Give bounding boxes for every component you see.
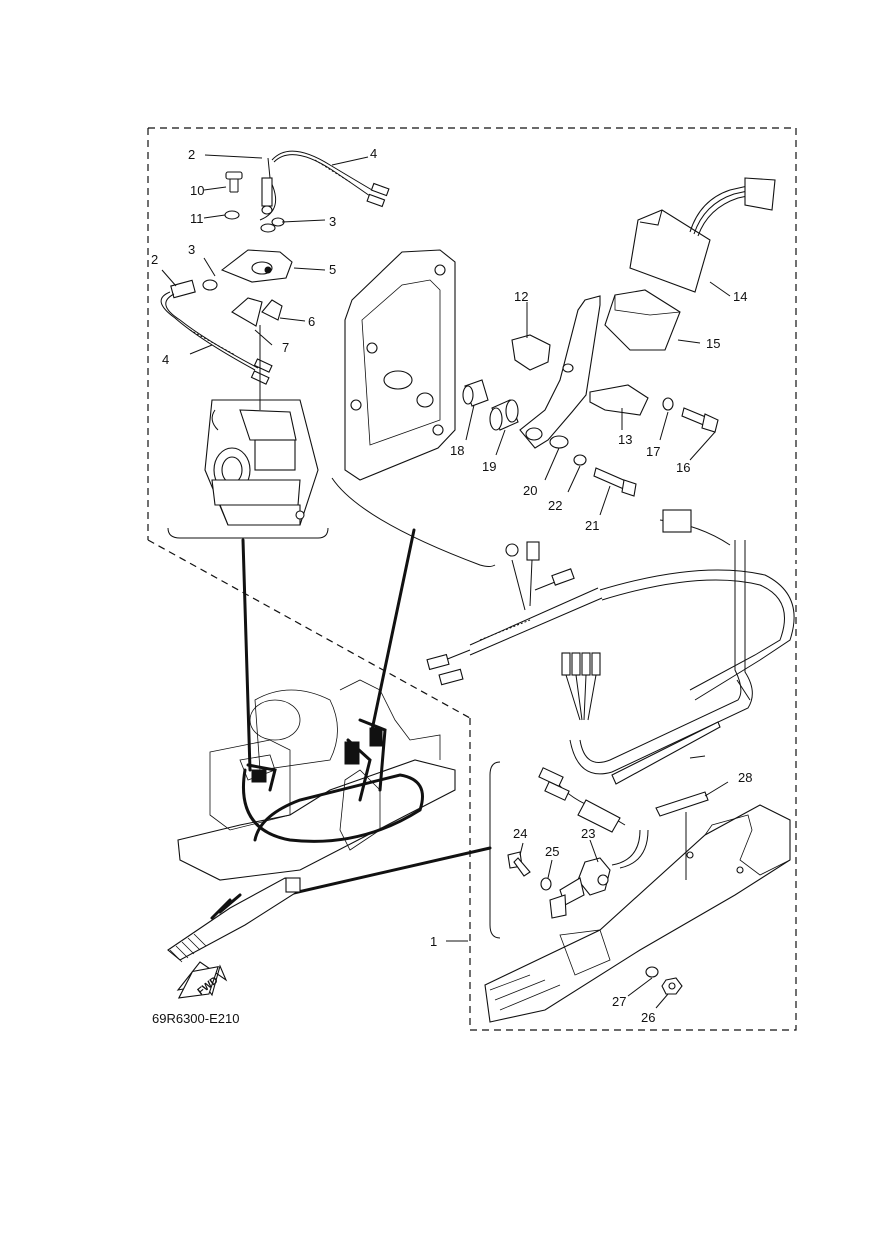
leader-lines	[161, 154, 751, 1009]
heavy-leaders	[241, 528, 492, 897]
sensor-lead-left	[160, 279, 273, 385]
callout-16: 18	[450, 443, 464, 458]
tiller-handle	[484, 804, 791, 1023]
callout-4-left: 4	[162, 352, 169, 367]
callout-11: 13	[618, 432, 632, 447]
carburetor	[204, 325, 319, 526]
stop-switch-21	[538, 767, 649, 919]
tape-26	[655, 791, 709, 817]
callout-25: 27	[612, 994, 626, 1009]
bracket-main	[519, 295, 601, 449]
callout-4-top: 4	[370, 146, 377, 161]
grommet-17	[489, 399, 519, 431]
callout-13: 15	[706, 336, 720, 351]
engine-overview	[177, 679, 456, 881]
callout-2-left: 2	[151, 252, 158, 267]
callout-6: 6	[308, 314, 315, 329]
washer-20	[573, 454, 587, 466]
bolt-19	[593, 467, 637, 497]
clamp-11	[589, 384, 649, 416]
callout-3-left: 3	[188, 242, 195, 257]
callout-20: 22	[548, 498, 562, 513]
bolt-14	[681, 407, 719, 433]
callout-21: 23	[581, 826, 595, 841]
callout-5: 5	[329, 262, 336, 277]
bracket-handle-group	[489, 761, 501, 939]
wire-harness-27	[426, 509, 795, 775]
nut-24	[661, 977, 683, 995]
callout-14: 16	[676, 460, 690, 475]
screw-8	[225, 171, 243, 193]
callout-7: 7	[282, 340, 289, 355]
callout-26: 28	[738, 770, 752, 785]
callout-1: 1	[430, 934, 437, 949]
coupler-group	[561, 652, 601, 721]
throttle-sensor-leads	[259, 150, 390, 227]
washer-25	[645, 966, 659, 978]
fwd-arrow: FWD	[176, 961, 228, 999]
collar-16	[462, 379, 489, 407]
cdi-unit-12	[629, 177, 776, 293]
callout-19: 21	[585, 518, 599, 533]
cdi-holder-13	[604, 289, 681, 351]
callout-17: 19	[482, 459, 496, 474]
callout-22: 24	[513, 826, 527, 841]
bracket-bracket-group	[331, 477, 496, 567]
callout-24: 26	[641, 1010, 655, 1025]
callout-8: 10	[190, 183, 204, 198]
screw-22	[507, 851, 531, 877]
sensor-bracket-5	[220, 249, 293, 283]
washer-9	[224, 210, 240, 220]
callout-15: 17	[646, 444, 660, 459]
callout-10: 12	[514, 289, 528, 304]
washer-3-top	[260, 223, 276, 233]
clip-6	[261, 299, 283, 321]
cable-tie-28	[611, 721, 721, 785]
callout-labels: 2 4 10 11 3 3 2 5 6 7 4 12 14 15 13 17 1…	[151, 146, 752, 1025]
washer-15	[662, 397, 674, 411]
spacer-7	[231, 297, 263, 327]
mounting-plate	[344, 249, 456, 481]
callout-3-top: 3	[329, 214, 336, 229]
boundary-top	[147, 127, 797, 719]
callout-18: 20	[523, 483, 537, 498]
engine-wiring	[242, 718, 424, 843]
boundary-bottom	[469, 560, 797, 1031]
bracket-carburetor	[167, 527, 329, 539]
callout-12: 14	[733, 289, 747, 304]
engine-tiller	[167, 877, 301, 963]
washer-18	[549, 435, 569, 449]
callout-23: 25	[545, 844, 559, 859]
clamp-10	[511, 334, 551, 371]
washer-23	[540, 877, 552, 891]
callout-2-top: 2	[188, 147, 195, 162]
diagram-code: 69R6300-E210	[152, 1011, 239, 1026]
callout-9: 11	[190, 211, 204, 226]
